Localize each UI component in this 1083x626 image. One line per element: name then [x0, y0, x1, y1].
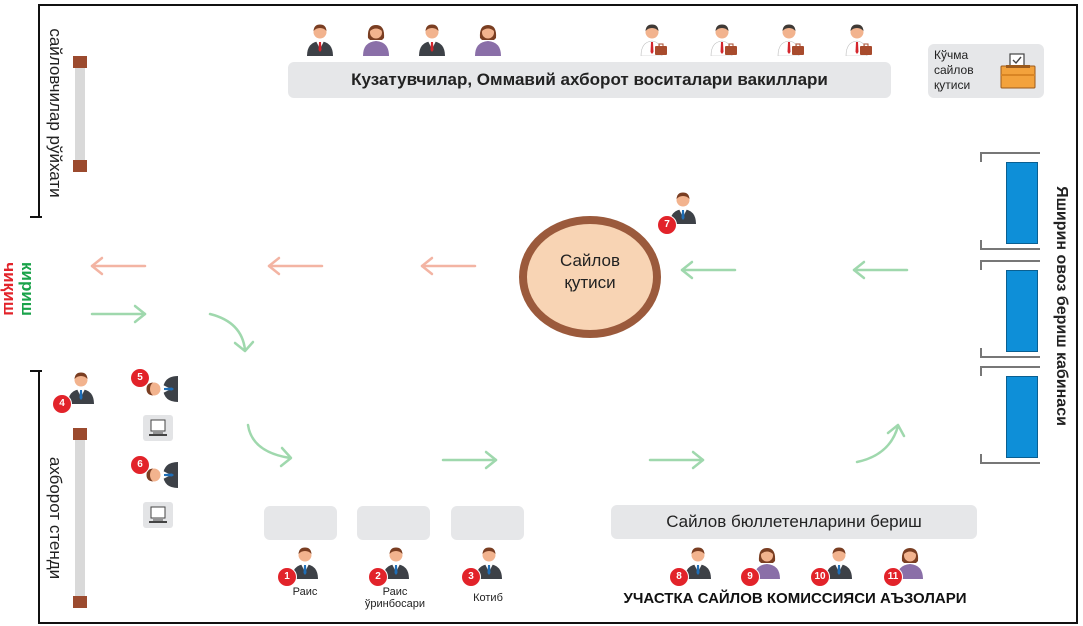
voting-booth-1	[980, 152, 1040, 250]
badge-5: 5	[130, 368, 150, 388]
table-secretary	[451, 506, 524, 540]
arrow-icon	[648, 450, 705, 470]
table-chair	[264, 506, 337, 540]
arrow-icon	[90, 304, 147, 324]
badge-11: 11	[883, 567, 903, 587]
arrow-icon	[208, 312, 255, 353]
observers-bar: Кузатувчилар, Оммавий ахборот воситалари…	[288, 62, 891, 98]
table-deputy	[357, 506, 430, 540]
issue-ballots-bar: Сайлов бюллетенларини бериш	[611, 505, 977, 539]
observers-label: Кузатувчилар, Оммавий ахборот воситалари…	[351, 70, 828, 89]
exit-arrows	[90, 256, 477, 276]
arrow-icon	[267, 256, 324, 276]
arrow-icon	[852, 260, 909, 280]
computer-icon	[149, 419, 167, 436]
arrow-icon	[90, 256, 147, 276]
voting-booth-3	[980, 366, 1040, 464]
badge-4: 4	[52, 394, 72, 414]
info-stand-board	[73, 428, 87, 608]
arrow-icon	[680, 260, 737, 280]
computer-5	[143, 415, 173, 441]
frame-left-top	[38, 4, 40, 218]
entry-arrows	[90, 260, 909, 470]
arrow-icon	[855, 423, 906, 464]
mobile-ballot-box-panel: Кўчма сайлов қутиси	[928, 44, 1044, 98]
badge-3: 3	[461, 567, 481, 587]
voter-list-board	[73, 56, 87, 172]
badge-6: 6	[130, 455, 150, 475]
arrow-icon	[420, 256, 477, 276]
frame-left-bottom	[38, 370, 40, 624]
computer-6	[143, 502, 173, 528]
badge-2: 2	[368, 567, 388, 587]
computer-icon	[149, 506, 167, 523]
voting-booth-2	[980, 260, 1040, 358]
badge-1: 1	[277, 567, 297, 587]
frame-top	[38, 4, 1078, 6]
role-chair: Раис	[292, 586, 318, 598]
frame-bottom	[38, 622, 1078, 624]
badge-7: 7	[657, 215, 677, 235]
frame-right	[1076, 4, 1078, 624]
badge-8: 8	[669, 567, 689, 587]
ballot-box-label: Сайлов қутиси	[559, 251, 620, 292]
commission-label: УЧАСТКА САЙЛОВ КОМИССИЯСИ АЪЗОЛАРИ	[623, 590, 967, 607]
ballot-box-icon	[1000, 53, 1036, 89]
issue-ballots-label: Сайлов бюллетенларини бериш	[666, 512, 922, 531]
arrow-icon	[246, 423, 293, 468]
role-secretary: Котиб	[473, 592, 503, 604]
badge-9: 9	[740, 567, 760, 587]
ballot-box	[519, 216, 661, 338]
mobile-box-label: Кўчма сайлов қутиси	[934, 48, 974, 92]
role-deputy: Раис ўринбосари	[364, 586, 426, 610]
badge-10: 10	[810, 567, 830, 587]
arrow-icon	[441, 450, 498, 470]
